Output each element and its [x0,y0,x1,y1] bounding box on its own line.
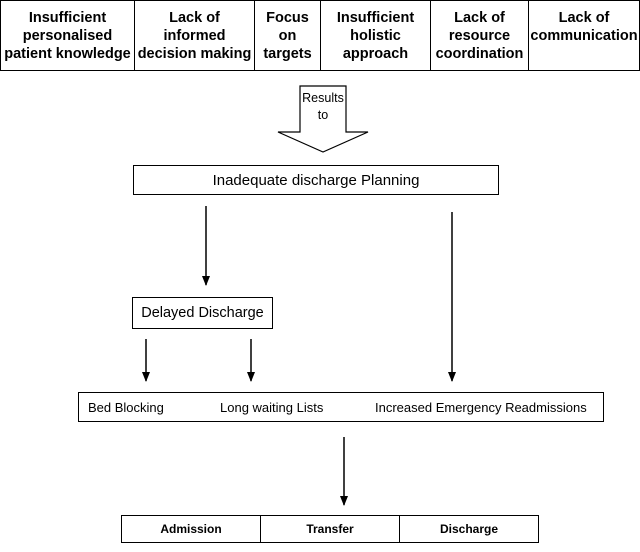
waiting-lists-label: Long waiting Lists [220,400,324,415]
cause-box: Insufficient personalised patient knowle… [1,1,135,71]
flow-label: Admission [160,522,222,536]
delayed-discharge-box: Delayed Discharge [132,297,273,329]
planning-box: Inadequate discharge Planning [133,165,499,195]
cause-label: Insufficient personalised patient knowle… [4,10,131,62]
cause-label: Focus on targets [263,10,312,62]
flow-label: Transfer [306,522,354,536]
cause-box: Focus on targets [255,1,321,71]
results-label: Results [302,91,344,105]
effects-box: Bed Blocking Long waiting Lists Increase… [78,392,604,422]
planning-label: Inadequate discharge Planning [212,171,420,189]
cause-box: Lack of communication [529,1,639,71]
flow-label: Discharge [439,522,499,536]
bed-blocking-label: Bed Blocking [88,400,164,415]
readmissions-label: Increased Emergency Readmissions [375,400,587,415]
cause-label: Insufficient holistic approach [336,10,415,62]
cause-label: Lack of communication [530,10,638,44]
cause-box: Lack of resource coordination [431,1,529,71]
flow-cell-discharge: Discharge [400,516,538,542]
results-arrow-text: Results to [300,90,346,124]
cause-box: Insufficient holistic approach [321,1,431,71]
flow-cell-transfer: Transfer [261,516,400,542]
flow-cell-admission: Admission [122,516,261,542]
causes-row: Insufficient personalised patient knowle… [0,0,640,71]
cause-box: Lack of informed decision making [135,1,255,71]
delayed-discharge-label: Delayed Discharge [141,305,264,321]
patient-flow-box: Admission Transfer Discharge [121,515,539,543]
to-label: to [317,108,329,122]
cause-label: Lack of resource coordination [435,10,524,62]
cause-label: Lack of informed decision making [137,10,252,62]
results-block-arrow [277,85,369,153]
